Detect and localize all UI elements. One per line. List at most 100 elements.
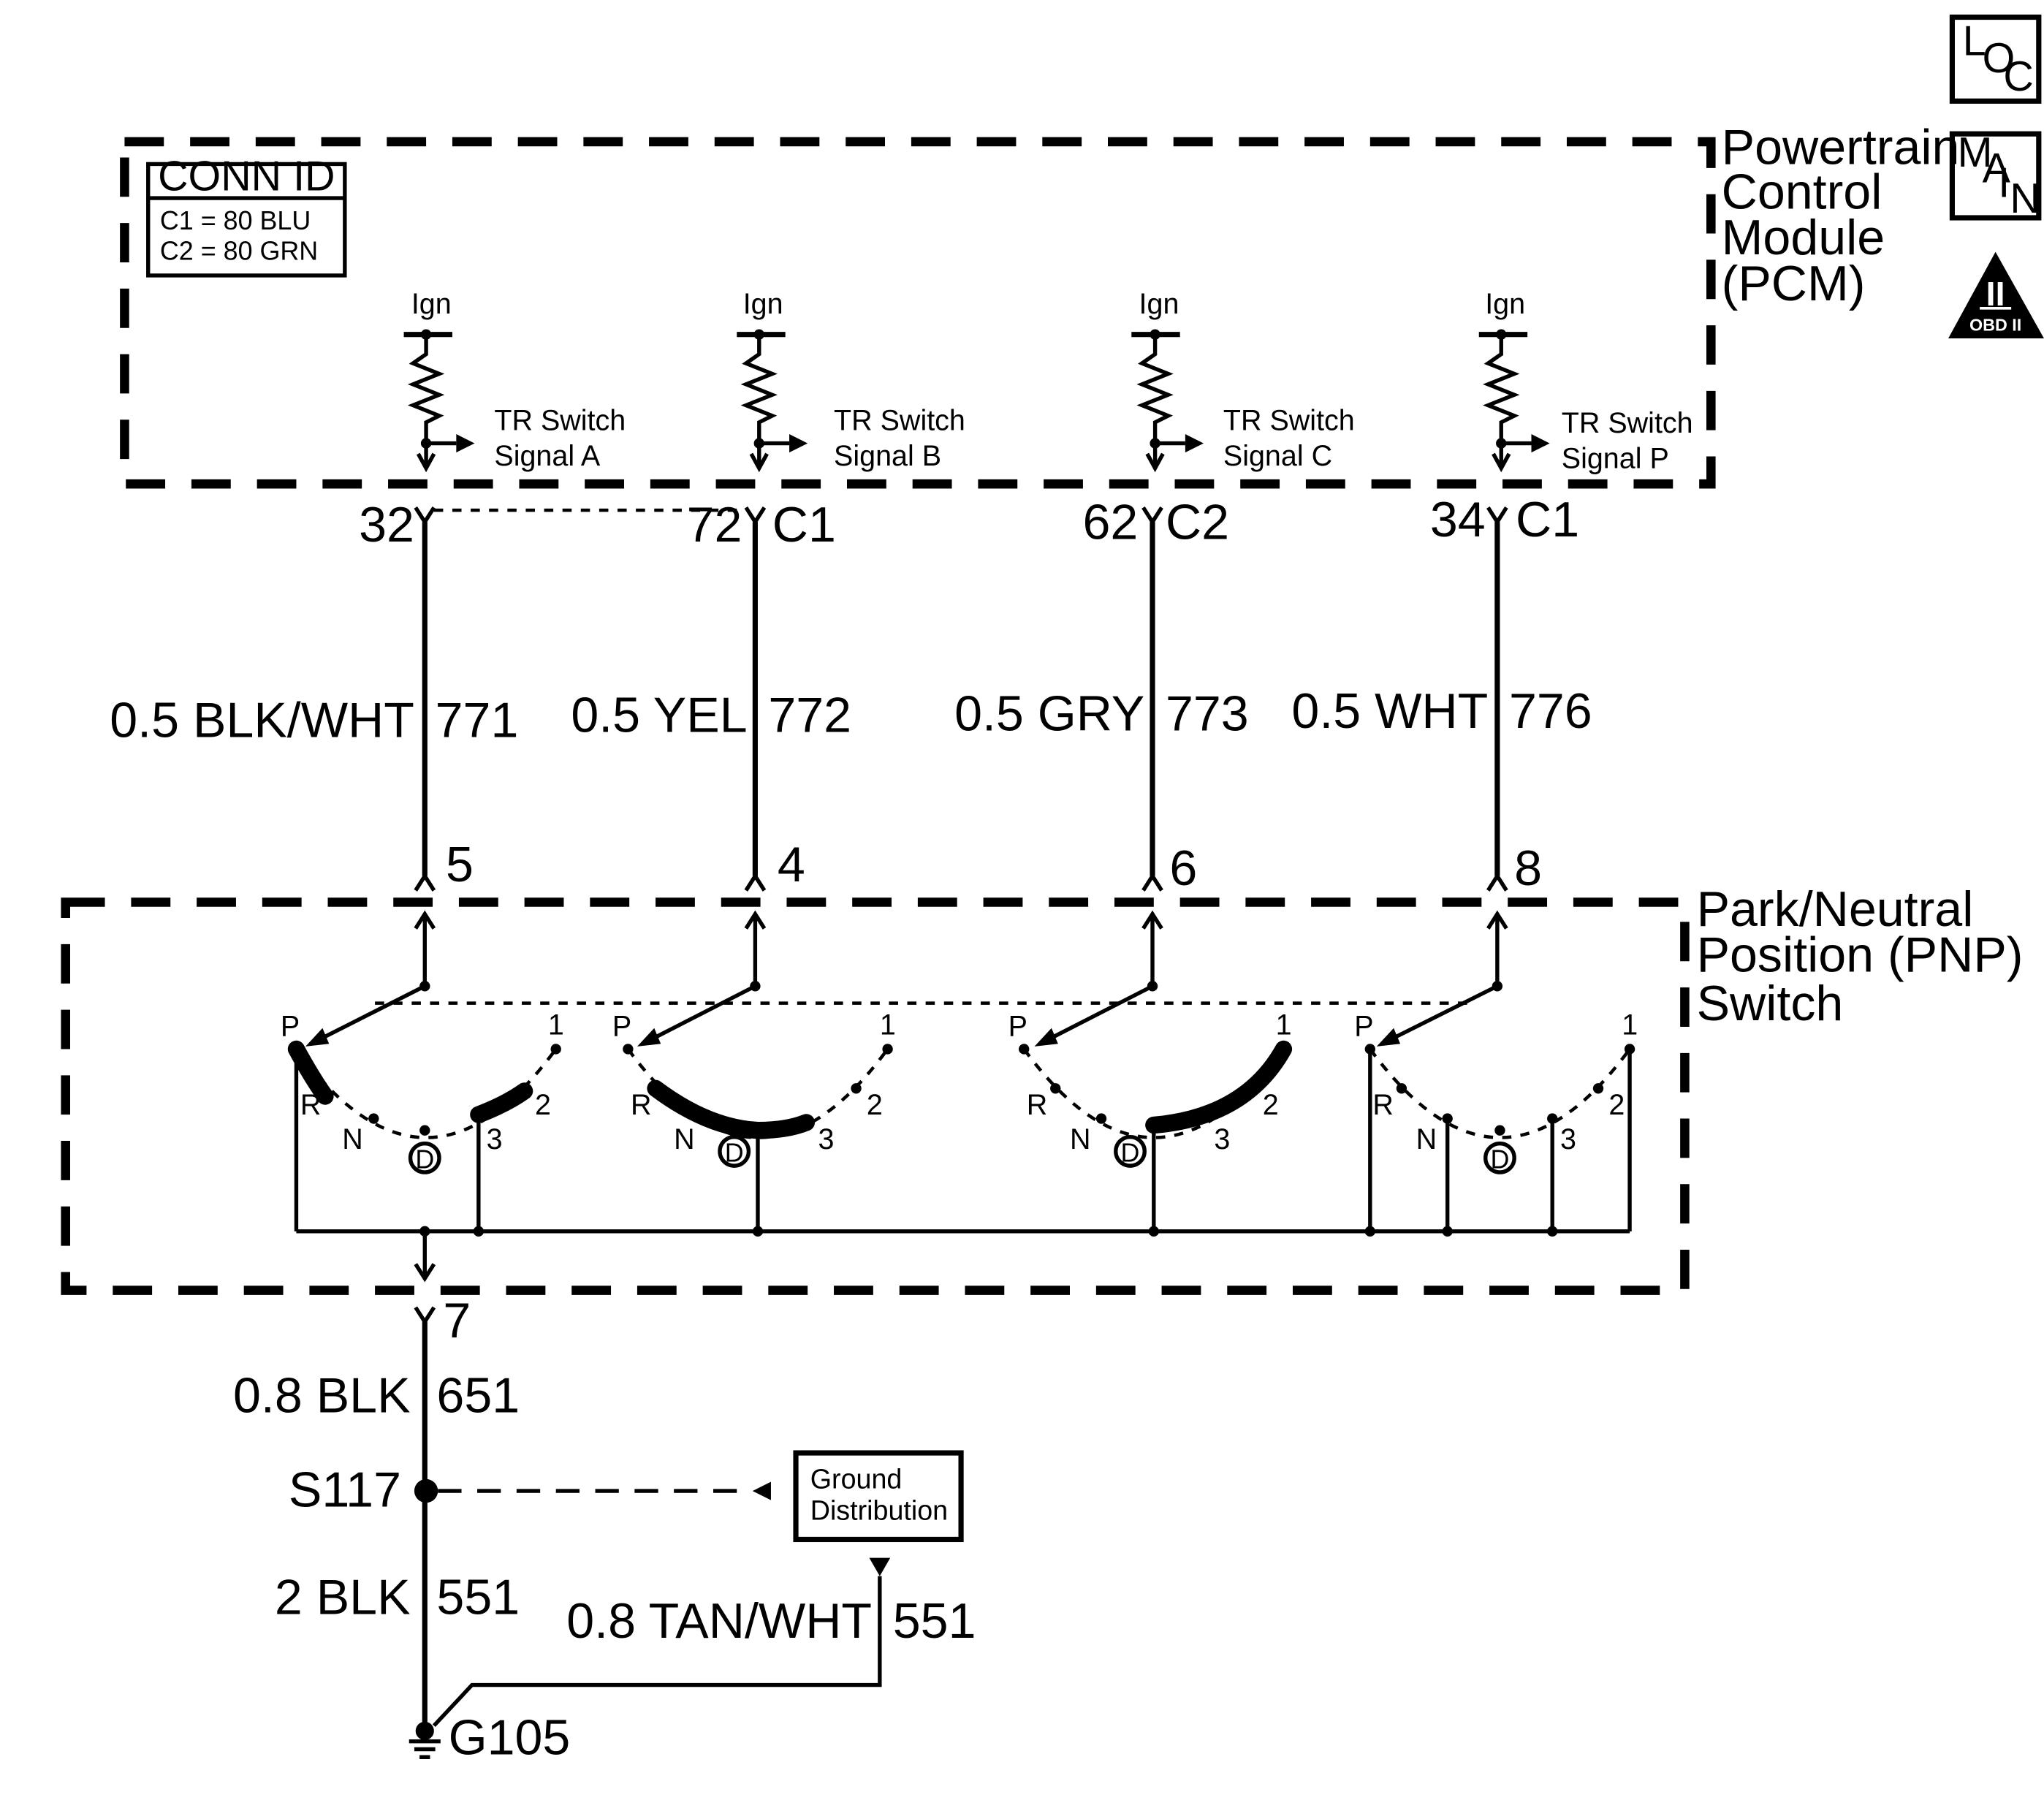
position-label: D	[1121, 1139, 1140, 1168]
pcm-label-line: Module	[1722, 210, 1885, 265]
position-label: R	[300, 1089, 322, 1121]
circuit-number: 551	[893, 1593, 976, 1649]
obd-text: OBD II	[1969, 315, 2021, 334]
signal-label: TR Switch	[494, 405, 626, 437]
position-label: 2	[535, 1089, 551, 1121]
pcm-pin: 62	[1082, 495, 1138, 550]
signal-arrow-icon	[1185, 434, 1204, 453]
loc-icon[interactable]: L O C	[1949, 14, 2042, 104]
position-label: 3	[487, 1123, 503, 1155]
obd-ii-icon[interactable]: II OBD II	[1948, 251, 2044, 339]
position-label: N	[342, 1123, 363, 1155]
pnp-label: Park/Neutral Position (PNP) Switch	[1697, 881, 2024, 1031]
position-label: 1	[548, 1009, 564, 1041]
pcm-label-line: Control	[1722, 164, 1882, 219]
wire-size-color: 0.5 YEL	[571, 687, 747, 743]
connector-id: C2	[1166, 495, 1229, 550]
signal-arrow-icon	[789, 434, 808, 453]
ign-label: Ign	[743, 288, 783, 320]
pcm-label: Powertrain Control Module (PCM)	[1722, 119, 1960, 311]
wire-size-color: 0.8 TAN/WHT	[566, 1593, 872, 1649]
loc-letter: O	[1983, 35, 2015, 82]
signal-b-circuit: Ign TR Switch Signal B 72 C1 0.5 YEL 772…	[571, 288, 965, 892]
pnp-pin: 6	[1169, 840, 1197, 896]
position-label: D	[415, 1145, 434, 1174]
splice-label: S117	[289, 1462, 401, 1518]
conn-id-title: CONN ID	[158, 153, 335, 200]
wire-size-color: 0.8 BLK	[233, 1367, 411, 1423]
switch-a-contacts: P R N D 3 2 1	[281, 1009, 564, 1237]
signal-label: TR Switch	[1223, 405, 1355, 437]
pnp-ground-pin: 7	[443, 1293, 471, 1348]
obd-roman: II	[1986, 275, 2005, 313]
pcm-label-line: Powertrain	[1722, 119, 1960, 175]
ign-label: Ign	[1139, 288, 1179, 320]
ground-distribution-label: Distribution	[810, 1495, 948, 1526]
main-letter: A	[1983, 145, 2011, 192]
signal-label: TR Switch	[1562, 407, 1693, 439]
position-label: N	[1416, 1123, 1437, 1155]
signal-arrow-icon	[1531, 434, 1550, 453]
ign-label: Ign	[411, 288, 452, 320]
position-label: R	[1027, 1089, 1048, 1121]
circuit-number: 773	[1166, 686, 1249, 741]
position-label: D	[1490, 1145, 1509, 1174]
pcm-boundary	[120, 137, 1716, 489]
position-label: R	[1372, 1089, 1394, 1121]
wire-size-color: 0.5 WHT	[1291, 683, 1488, 739]
position-label: 3	[818, 1123, 835, 1155]
position-label: N	[1070, 1123, 1091, 1155]
wire-size-color: 0.5 GRY	[954, 686, 1144, 741]
switch-c-contacts: P R N D 3 2 1	[1008, 1009, 1293, 1237]
ground-distribution-box[interactable]: Ground Distribution	[793, 1450, 964, 1543]
signal-label: Signal A	[494, 440, 601, 472]
signal-label: TR Switch	[834, 405, 965, 437]
position-label: R	[631, 1089, 652, 1121]
loc-letter: L	[1963, 18, 1986, 65]
switch-p-contacts: P R N D 3 2 1	[1354, 1009, 1638, 1237]
position-label: P	[1008, 1011, 1027, 1043]
pcm-pin: 72	[687, 497, 742, 553]
main-letter: M	[1958, 129, 1993, 176]
ign-label: Ign	[1485, 288, 1525, 320]
pnp-label-line: Park/Neutral	[1697, 881, 1974, 937]
conn-id-row: C1 = 80 BLU	[160, 206, 311, 235]
pcm-pin: 32	[359, 497, 414, 553]
position-label: 2	[867, 1089, 883, 1121]
main-icon[interactable]: M A I N	[1949, 129, 2042, 222]
pnp-label-line: Switch	[1697, 976, 1844, 1031]
wire-size-color: 2 BLK	[275, 1570, 411, 1625]
main-letter: N	[2010, 175, 2040, 222]
circuit-number: 772	[768, 687, 851, 743]
position-label: 2	[1263, 1089, 1279, 1121]
ground-distribution-label: Ground	[810, 1463, 903, 1494]
position-label: 3	[1560, 1123, 1576, 1155]
signal-a-circuit: Ign TR Switch Signal A 32 0.5 BLK/WHT 77…	[110, 288, 626, 892]
pnp-ground-bus	[296, 1226, 1630, 1283]
signal-arrow-icon	[456, 434, 475, 453]
pnp-pin: 8	[1514, 840, 1542, 896]
conn-id-row: C2 = 80 GRN	[160, 236, 318, 265]
signal-c-circuit: Ign TR Switch Signal C 62 C2 0.5 GRY 773…	[954, 288, 1355, 896]
circuit-number: 651	[436, 1367, 520, 1423]
main-letter: I	[1998, 159, 2010, 206]
pnp-pin: 4	[778, 837, 805, 892]
ground-circuit: 7 0.8 BLK 651 S117 Ground Distribution 2…	[233, 1293, 976, 1766]
pcm-pin: 34	[1430, 492, 1486, 547]
splice-s117	[414, 1478, 438, 1503]
arrow-down-icon	[869, 1557, 891, 1576]
connector-id: C1	[1516, 492, 1579, 547]
position-label: N	[674, 1123, 695, 1155]
circuit-number: 771	[436, 692, 519, 748]
position-label: D	[725, 1139, 744, 1168]
position-label: P	[1354, 1011, 1373, 1043]
ground-symbol-icon	[409, 1721, 441, 1759]
pcm-label-line: (PCM)	[1722, 256, 1866, 311]
position-label: 1	[880, 1009, 896, 1041]
connector-id: C1	[772, 497, 836, 553]
loc-letter: C	[2003, 53, 2033, 100]
position-label: P	[281, 1011, 300, 1043]
position-label: 1	[1622, 1009, 1638, 1041]
signal-label: Signal P	[1562, 443, 1669, 475]
